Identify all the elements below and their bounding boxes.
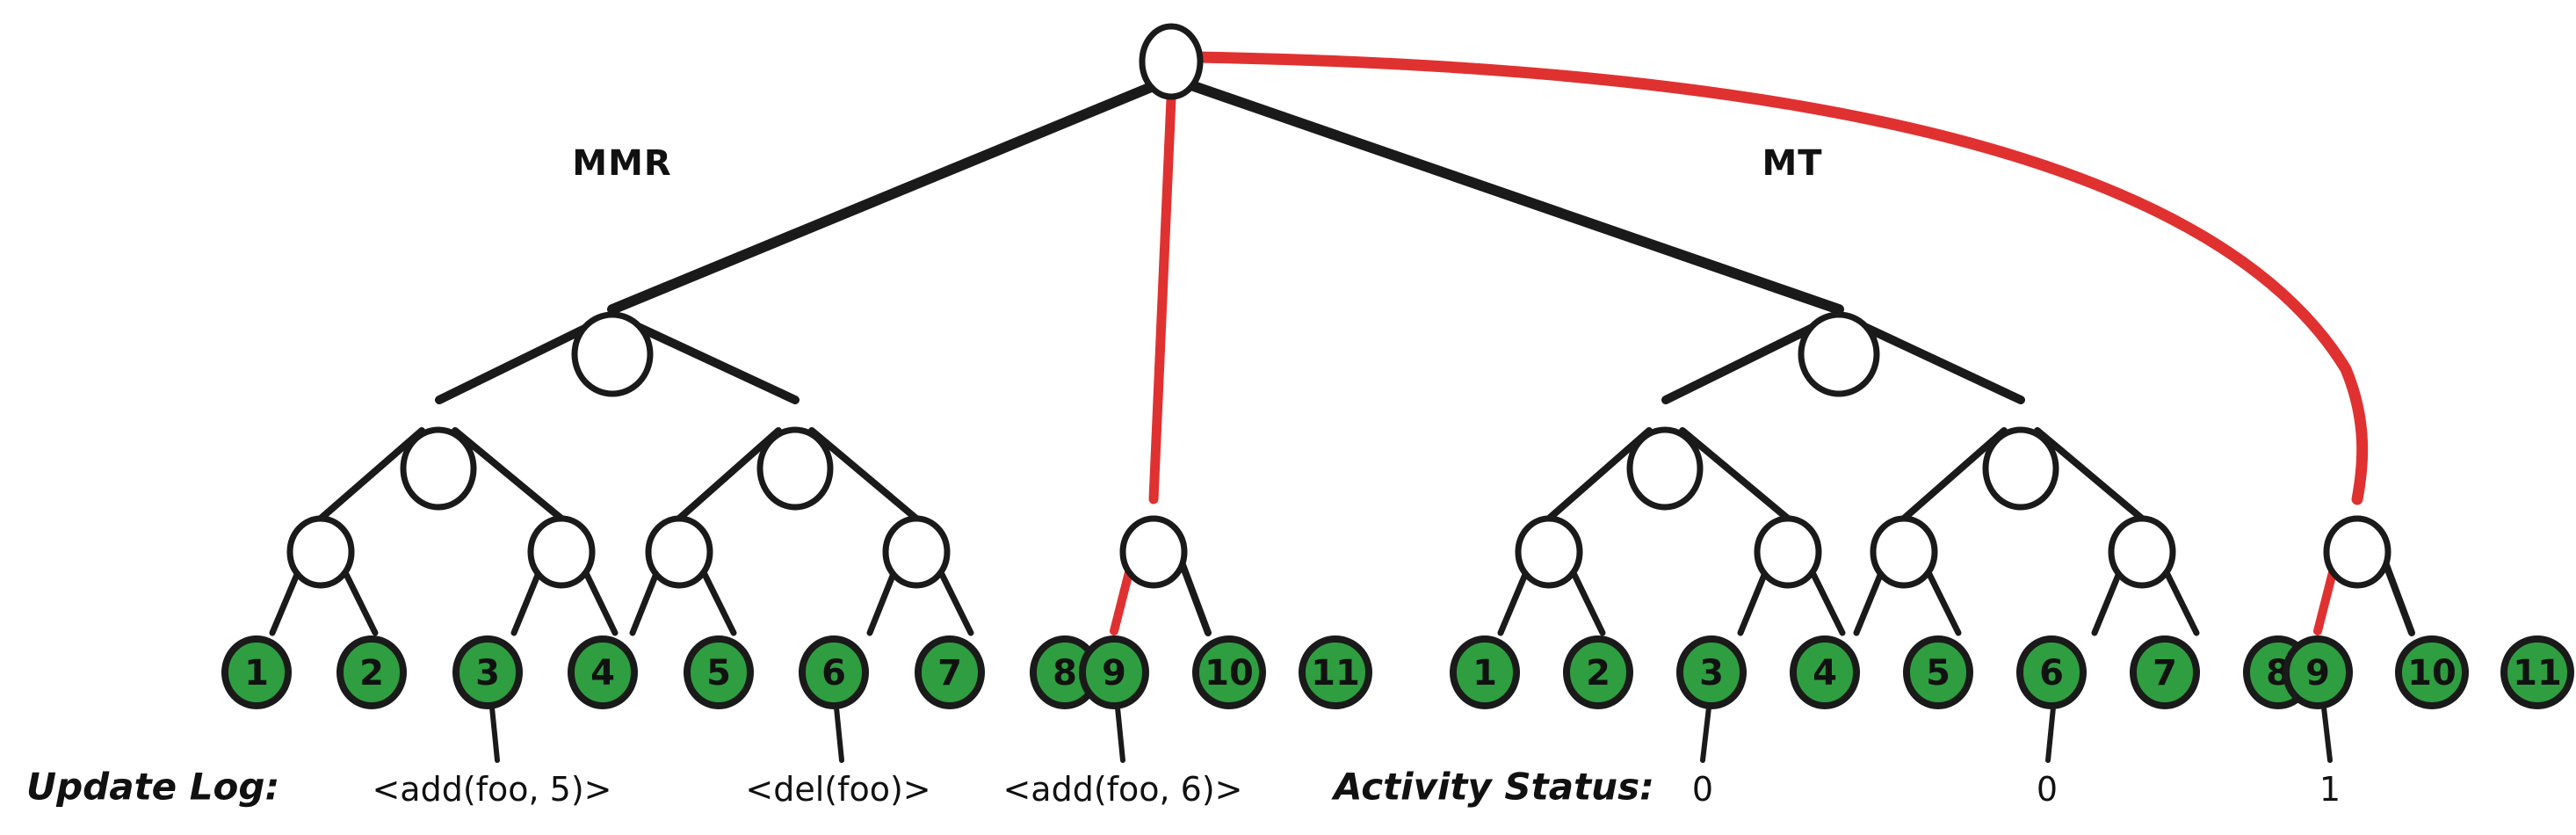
tick-mt-leaf-6 [2045, 705, 2056, 763]
mmr-leaf-11 [1299, 635, 1372, 709]
edge-mt-l2b-left [1900, 427, 2008, 522]
tick-mt-leaf-9 [2321, 705, 2333, 763]
mt-leaf-label-2: 2 [1586, 653, 1610, 693]
mt-node-l1 [1798, 311, 1880, 397]
mt-node-l3b [1754, 515, 1822, 589]
mt-leaf-label-10: 10 [2407, 653, 2457, 693]
mt-node-l3e [2323, 515, 2391, 589]
activity-status-ticks [1700, 705, 2333, 763]
update-log-entry-0: <add(foo, 5)> [372, 770, 611, 809]
mt-node-l2a [1626, 426, 1704, 511]
activity-status-entry-2: 1 [2319, 770, 2341, 809]
mt-node-l2b [1982, 426, 2059, 511]
mmr-node-l3e [1119, 515, 1188, 589]
mt-leaf-label-11: 11 [2513, 653, 2562, 693]
mt-tree-label: MT [1762, 143, 1822, 184]
mmr-leaf-label-3: 3 [475, 653, 500, 693]
mt-leaf-label-5: 5 [1926, 653, 1950, 693]
mmr-leaf-9 [1079, 635, 1149, 709]
update-log-entry-1: <del(foo)> [745, 770, 930, 809]
tick-mmr-leaf-9 [1115, 705, 1125, 763]
mmr-leaf-label-7: 7 [937, 653, 962, 693]
mt-leaf-label-9: 9 [2305, 653, 2330, 693]
mt-leaf-9 [2283, 635, 2353, 709]
mmr-node-l1 [571, 311, 654, 397]
mmr-tree: 1 2 3 4 5 6 7 8 9 10 11 [221, 78, 1372, 709]
update-log-entry-2: <add(foo, 6)> [1002, 770, 1242, 809]
update-log-caption: Update Log: [26, 766, 279, 809]
tick-mt-leaf-3 [1700, 705, 1711, 763]
activity-status-caption: Activity Status: [1331, 766, 1654, 809]
edge-mt-l2a-right [1679, 427, 1791, 522]
mmr-leaf-1 [221, 635, 292, 709]
mmr-leaf-10 [1192, 635, 1266, 709]
mmr-leaf-5 [684, 635, 754, 709]
edge-mt-l2b-right [2034, 427, 2145, 522]
mmr-leaf-label-1: 1 [244, 653, 269, 693]
tick-mmr-leaf-3 [489, 705, 500, 763]
mt-leaf-4 [1790, 635, 1860, 709]
edge-root-to-mmr-top [607, 78, 1165, 315]
mmr-node-l3c [645, 515, 713, 589]
mt-leaf-5 [1903, 635, 1973, 709]
mt-node-l3a [1515, 515, 1583, 589]
edge-mmr-l2a-right [452, 427, 565, 522]
mmr-leaf-label-8: 8 [1053, 653, 1077, 693]
mt-leaf-label-7: 7 [2153, 653, 2177, 693]
mt-tree: 1 2 3 4 5 6 7 8 9 10 11 [1181, 51, 2574, 709]
mt-leaves: 1 2 3 4 5 6 7 8 9 10 11 [1450, 635, 2574, 709]
edge-mmr-l2b-left [676, 427, 782, 522]
mmr-leaf-label-10: 10 [1205, 653, 1254, 693]
mmr-leaf-label-6: 6 [821, 653, 846, 693]
mmr-node-l3a [286, 515, 355, 589]
edge-mt-l1-right [1842, 314, 2025, 404]
edge-mmr-l2a-left [317, 427, 425, 522]
edge-root-to-mt-top [1181, 78, 1844, 315]
mt-leaf-1 [1450, 635, 1520, 709]
mt-leaf-7 [2130, 635, 2200, 709]
mt-leaf-2 [1563, 635, 1633, 709]
mmr-leaf-label-9: 9 [1102, 653, 1126, 693]
mt-node-l3d [2108, 515, 2176, 589]
edge-mt-l2a-left [1545, 427, 1653, 522]
edge-mmr-l2b-right [808, 427, 920, 522]
mt-leaf-10 [2395, 635, 2469, 709]
mmr-leaf-4 [568, 635, 638, 709]
activity-status-entry-1: 0 [2037, 770, 2058, 809]
mmr-leaf-label-4: 4 [590, 653, 615, 693]
mt-leaf-label-4: 4 [1813, 653, 1837, 693]
update-log-ticks [489, 705, 1125, 763]
mt-leaf-label-3: 3 [1699, 653, 1724, 693]
mmr-leaf-3 [452, 635, 523, 709]
mt-leaf-3 [1676, 635, 1747, 709]
mmr-leaf-2 [336, 635, 407, 709]
mmr-leaf-label-11: 11 [1311, 653, 1360, 693]
root-node [1139, 23, 1204, 100]
mmr-leaf-label-5: 5 [706, 653, 731, 693]
mmr-tree-label: MMR [572, 143, 671, 184]
mmr-node-l2a [400, 426, 477, 511]
mmr-node-l2b [756, 426, 834, 511]
mt-leaf-11 [2500, 635, 2574, 709]
activity-status-entry-0: 0 [1692, 770, 1713, 809]
tick-mmr-leaf-6 [834, 705, 844, 763]
mt-node-l3c [1870, 515, 1938, 589]
edge-red-root-to-mmr9-parent [1148, 93, 1176, 505]
mt-leaf-label-1: 1 [1473, 653, 1497, 693]
mmr-leaf-7 [915, 635, 985, 709]
edge-mmr-l1-right [615, 314, 800, 404]
mmr-node-l3d [882, 515, 951, 589]
mmr-node-l3b [527, 515, 596, 589]
mmr-leaves: 1 2 3 4 5 6 7 8 9 10 11 [221, 635, 1372, 709]
mmr-leaf-label-2: 2 [359, 653, 384, 693]
mmr-leaf-6 [799, 635, 869, 709]
mt-leaf-label-6: 6 [2039, 653, 2064, 693]
edge-red-root-to-mt9-parent [1191, 51, 2369, 505]
